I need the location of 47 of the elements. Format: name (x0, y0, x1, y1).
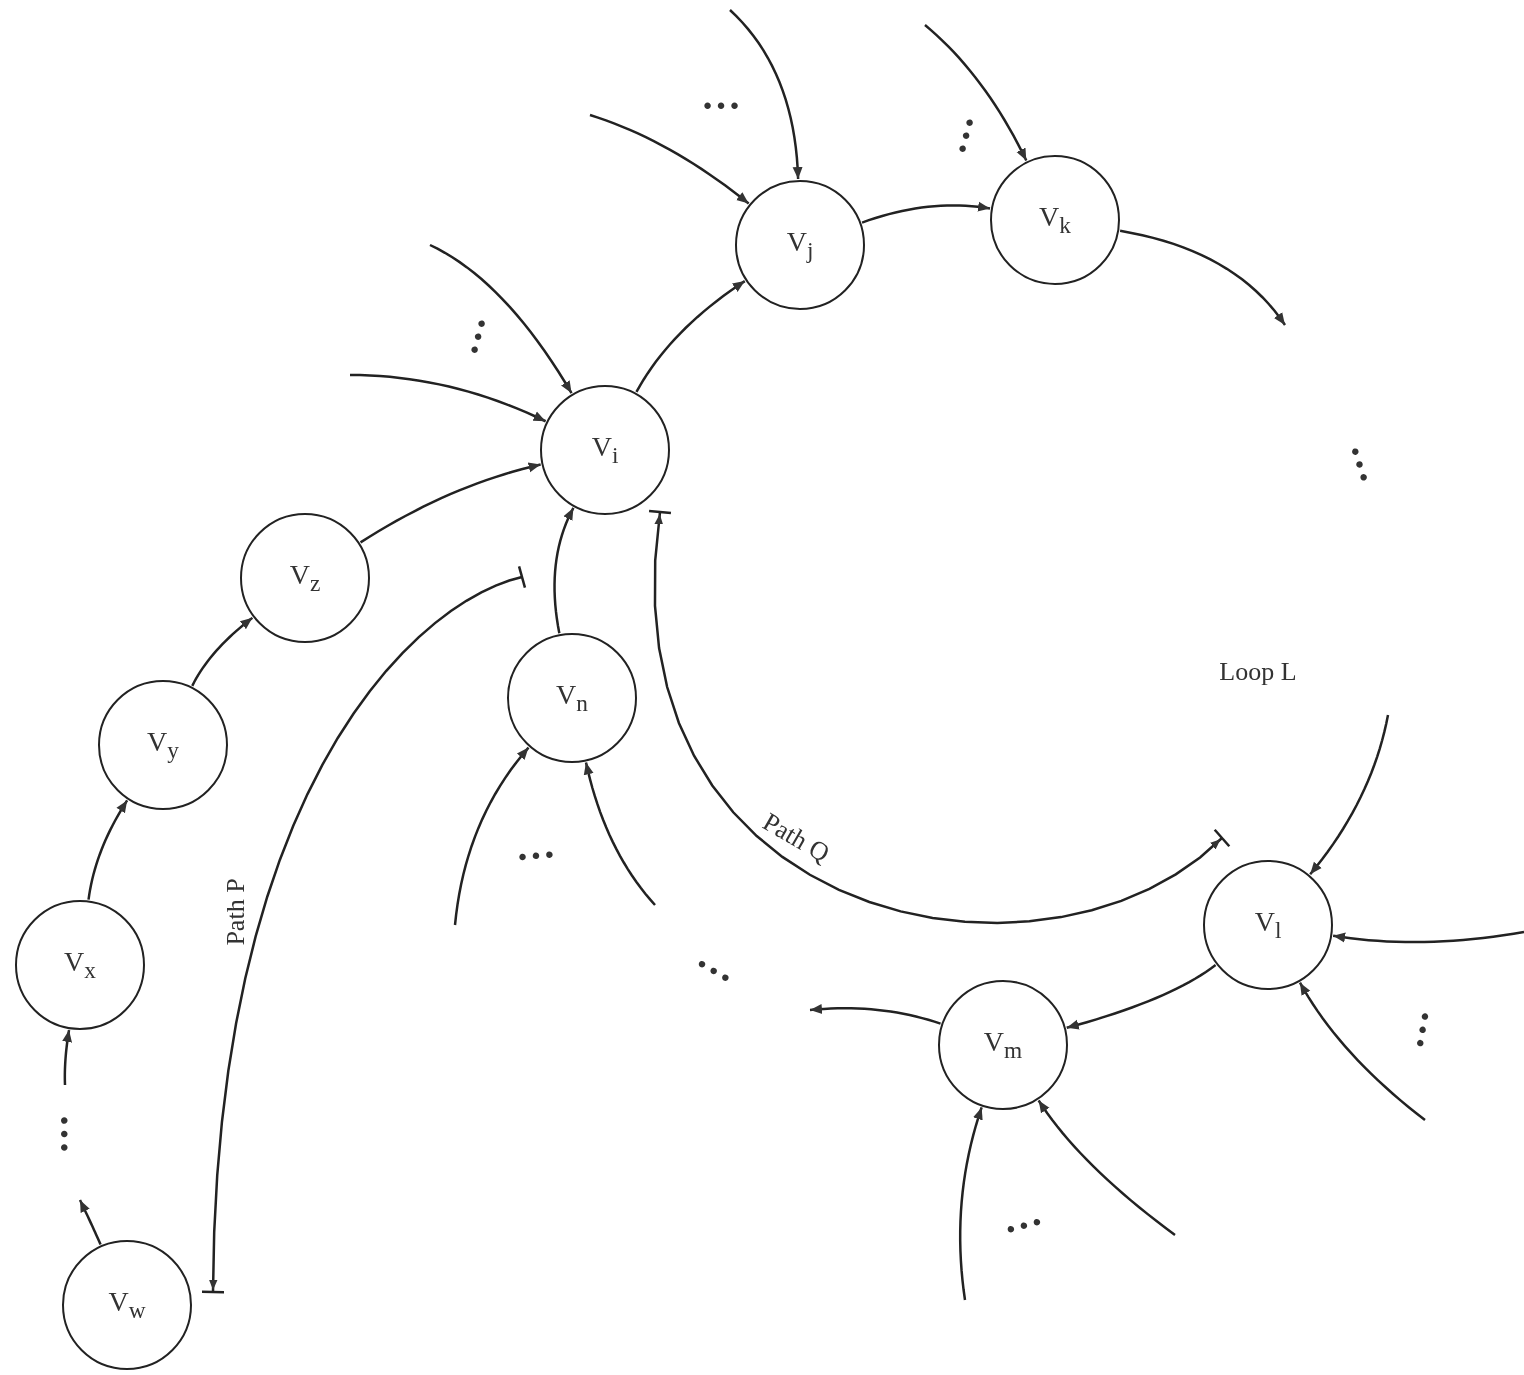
arrow (191, 616, 254, 687)
edge-label: Path Q (757, 807, 835, 869)
ellipsis: … (927, 105, 985, 159)
ellipsis: … (1341, 434, 1399, 490)
vertex-label: V$_{k}$ (1039, 201, 1071, 239)
arrow (1332, 930, 1524, 944)
vertex-label: V$_{l}$ (1254, 906, 1282, 944)
arrow (583, 762, 656, 906)
path-arrow (647, 509, 1231, 925)
arrow (553, 507, 575, 634)
arrow (359, 462, 541, 544)
vertex-label: V$_{m}$ (983, 1026, 1023, 1064)
arrow (861, 201, 991, 224)
arrow (809, 1003, 941, 1025)
arrow (589, 113, 750, 205)
vertex-label: V$_{y}$ (147, 726, 179, 764)
vertex-label: V$_{x}$ (64, 946, 96, 984)
vertex-label: V$_{z}$ (289, 559, 321, 597)
arrow (729, 9, 803, 180)
arrow (78, 1199, 102, 1246)
arrow (1066, 964, 1217, 1030)
ellipsis: … (1385, 1002, 1439, 1052)
arrow (958, 1107, 983, 1301)
arrow (1037, 1099, 1176, 1236)
vertex-label: V$_{i}$ (591, 431, 619, 469)
ellipsis: … (995, 1186, 1049, 1244)
arrow (635, 280, 746, 393)
arrow (453, 746, 530, 926)
vertex-label: V$_{w}$ (108, 1286, 146, 1324)
arrow (924, 24, 1028, 162)
edge-label: Path P (221, 878, 251, 946)
arrow (350, 373, 547, 423)
ellipsis: … (439, 306, 497, 360)
arrow (429, 243, 573, 394)
arrow (87, 799, 129, 900)
arrow (1298, 982, 1426, 1121)
ellipsis: … (50, 1114, 98, 1156)
vertex-label: V$_{n}$ (556, 679, 588, 717)
arrow (1309, 714, 1390, 876)
arrow (62, 1029, 73, 1086)
path-arrow (200, 565, 527, 1294)
loop-label: Loop L (1219, 657, 1297, 687)
ellipsis: … (701, 71, 743, 119)
ellipsis: … (513, 819, 559, 871)
vertex-label: V$_{j}$ (786, 226, 814, 264)
arrow (1119, 229, 1287, 326)
ellipsis: … (690, 931, 750, 993)
